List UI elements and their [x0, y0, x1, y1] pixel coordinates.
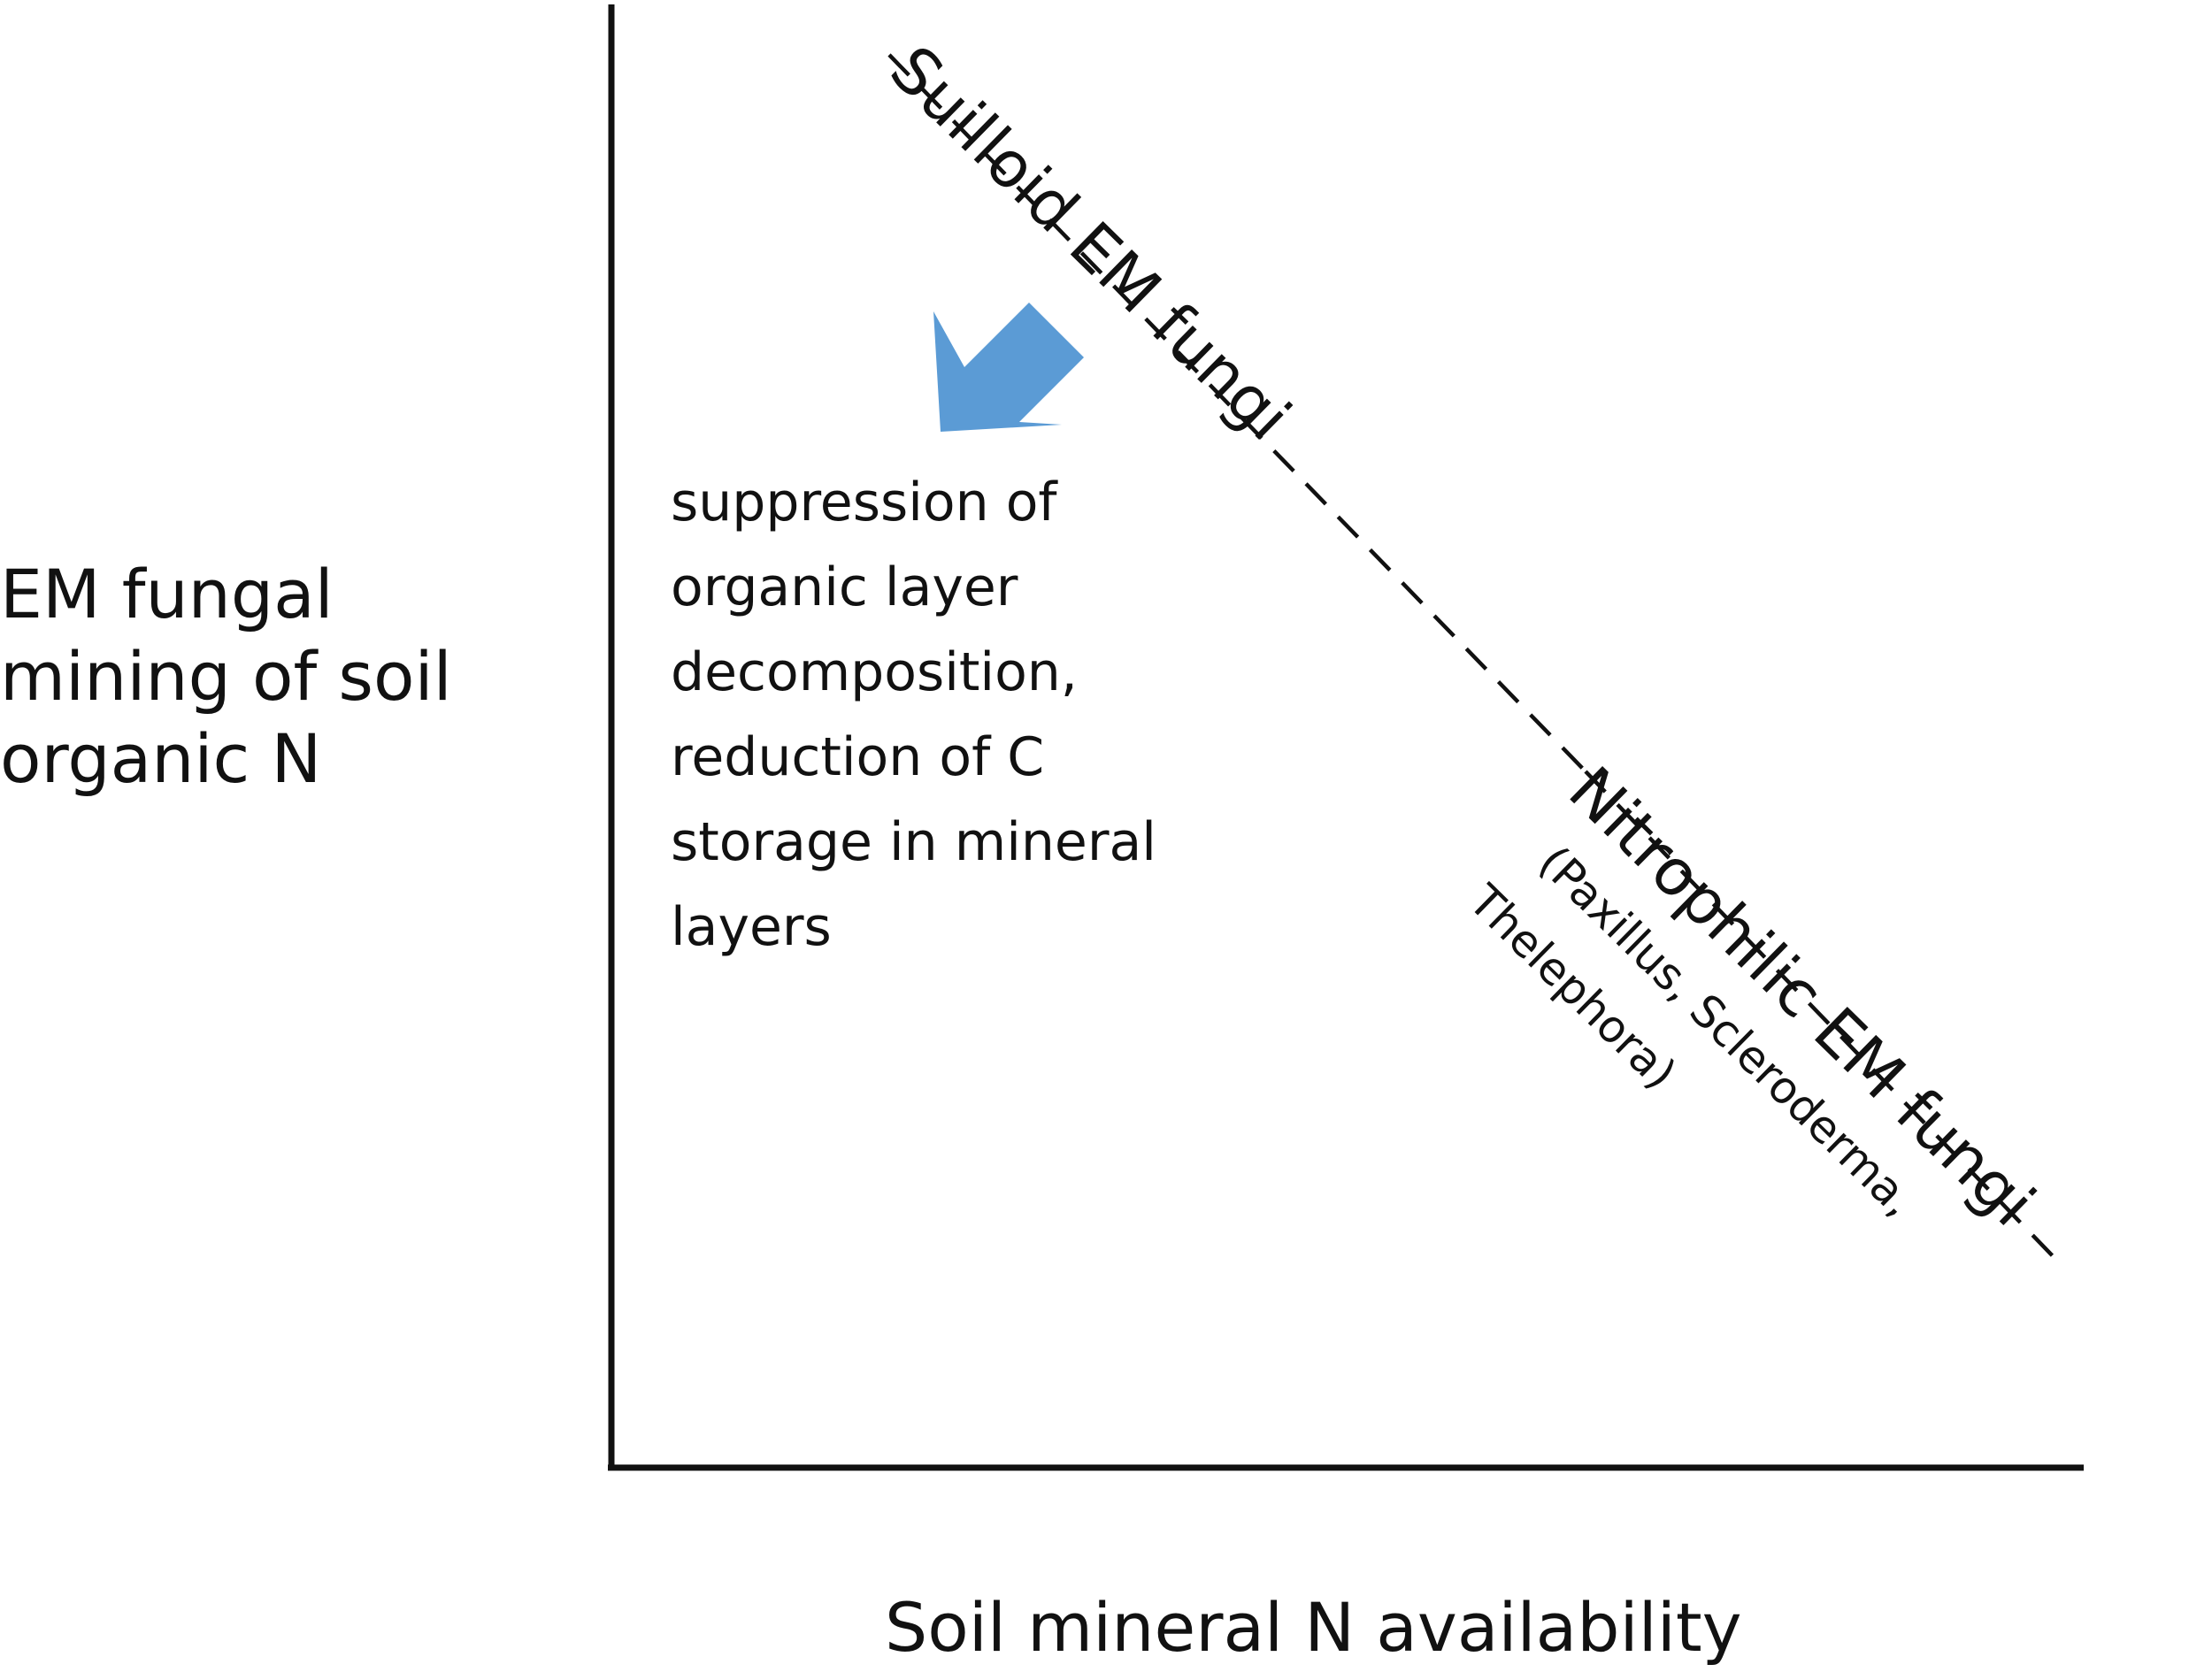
x-axis-label: Soil mineral N availability [885, 1588, 1742, 1667]
y-axis-label: EM fungal mining of soil organic N [0, 555, 452, 798]
arrow-annotation: suppression of organic layer decompositi… [671, 472, 1156, 958]
trend-line-upper [887, 53, 1587, 773]
down-left-arrow-icon [933, 303, 1084, 432]
trend-line-lower [1584, 770, 2059, 1262]
